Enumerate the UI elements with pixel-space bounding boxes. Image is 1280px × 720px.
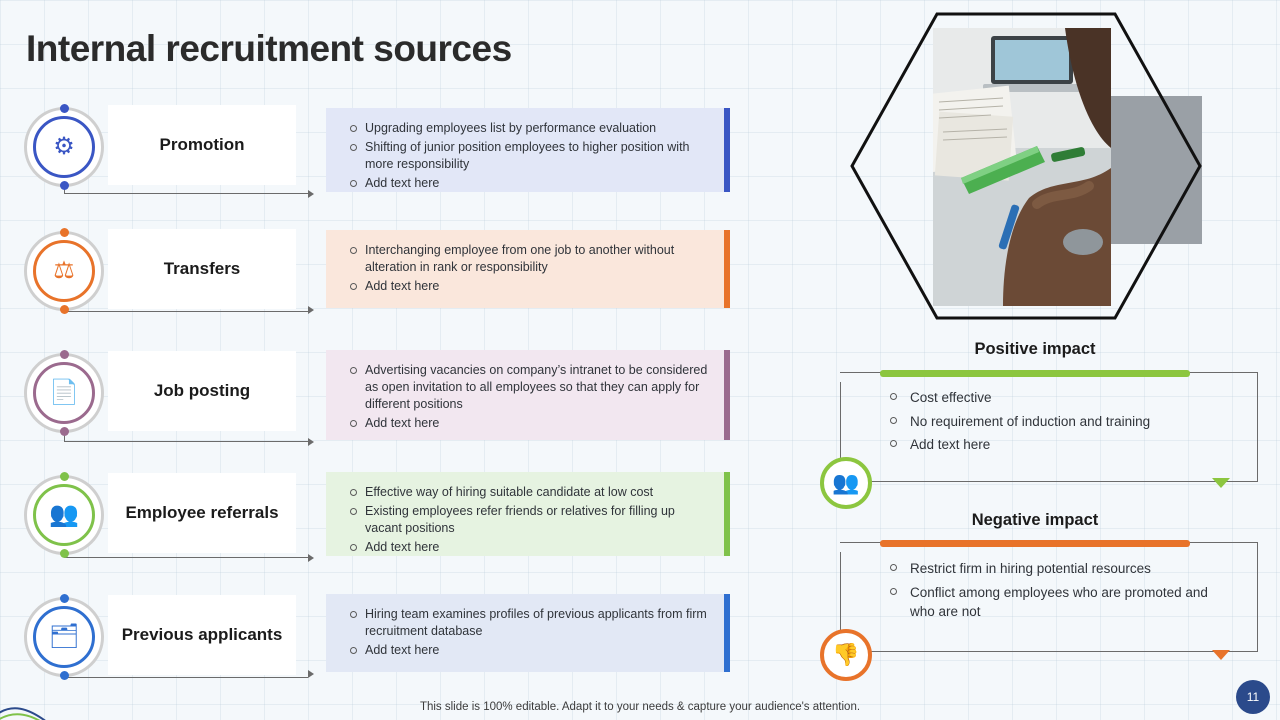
hero-image-hexagon [848,10,1208,330]
photo-artwork [933,28,1111,306]
impact-arrow-marker [1212,478,1230,488]
badge-dot [60,104,69,113]
connector-arrow [308,306,314,314]
impact-accent-bar-2 [880,540,1190,547]
impact-box-left-edge [840,382,841,472]
list-item: Conflict among employees who are promote… [888,583,1218,622]
list-item: Cost effective [888,388,1218,408]
connector-arrow [308,438,314,446]
source-bullet-list: Hiring team examines profiles of previou… [348,606,714,659]
impact-box-left-edge [840,552,841,642]
list-item: Restrict firm in hiring potential resour… [888,559,1218,579]
impact-arrow-marker [1212,650,1230,660]
badge-dot [60,427,69,436]
source-label-1: Promotion [108,105,296,185]
transfers-icon: ⚖ [33,240,95,302]
card-accent-bar [724,108,730,192]
impact-bullet-list: Restrict firm in hiring potential resour… [888,559,1218,622]
list-item: Hiring team examines profiles of previou… [348,606,714,640]
previous-applicants-icon: 🗂 [33,606,95,668]
connector-arrow [308,190,314,198]
source-content-card-2: Interchanging employee from one job to a… [326,230,730,308]
page-number-badge: 11 [1236,680,1270,714]
list-item: Add text here [348,415,714,432]
employee-referrals-icon: 👥 [33,484,95,546]
connector-line [64,677,308,678]
source-content-card-5: Hiring team examines profiles of previou… [326,594,730,672]
promotion-icon: ⚙ [33,116,95,178]
list-item: Shifting of junior position employees to… [348,139,714,173]
badge-dot [60,671,69,680]
promotion-icon-glyph: ⚙ [53,133,75,160]
thumbs-down-icon-glyph: 👎 [832,642,860,667]
badge-dot [60,472,69,481]
hexagon-outline-icon [850,12,1202,320]
source-badge-1: ⚙ [24,107,104,187]
source-badge-3: 📄 [24,353,104,433]
source-label-2: Transfers [108,229,296,309]
list-item: Add text here [348,278,714,295]
badge-dot [60,594,69,603]
connector-arrow [308,670,314,678]
source-content-card-1: Upgrading employees list by performance … [326,108,730,192]
badge-dot [60,549,69,558]
previous-applicants-icon-glyph: 🗂 [48,623,80,650]
group-people-icon: 👥 [820,457,872,509]
impact-list-1: Cost effective No requirement of inductio… [888,388,1218,459]
source-badge-5: 🗂 [24,597,104,677]
office-desk-photo [933,28,1111,306]
source-bullet-list: Advertising vacancies on company’s intra… [348,362,714,432]
employee-referrals-icon-glyph: 👥 [49,501,79,528]
connector-line [64,433,308,442]
source-content-card-3: Advertising vacancies on company’s intra… [326,350,730,440]
source-content-card-4: Effective way of hiring suitable candida… [326,472,730,556]
badge-dot [60,181,69,190]
impact-accent-bar-1 [880,370,1190,377]
card-accent-bar [724,350,730,440]
badge-dot [60,305,69,314]
source-bullet-list: Effective way of hiring suitable candida… [348,484,714,556]
list-item: Add text here [348,539,714,556]
source-badge-2: ⚖ [24,231,104,311]
connector-line [64,555,308,558]
connector-line [64,187,308,194]
job-posting-icon: 📄 [33,362,95,424]
impact-bullet-list: Cost effective No requirement of inductio… [888,388,1218,455]
connector-line [64,311,308,312]
job-posting-icon-glyph: 📄 [49,379,79,406]
impact-list-2: Restrict firm in hiring potential resour… [888,559,1218,626]
card-accent-bar [724,230,730,308]
source-bullet-list: Upgrading employees list by performance … [348,120,714,192]
card-accent-bar [724,472,730,556]
thumbs-down-icon: 👎 [820,629,872,681]
transfers-icon-glyph: ⚖ [53,257,75,284]
source-bullet-list: Interchanging employee from one job to a… [348,242,714,295]
list-item: Upgrading employees list by performance … [348,120,714,137]
connector-arrow [308,554,314,562]
impact-title-1: Positive impact [974,340,1096,358]
source-label-3: Job posting [108,351,296,431]
page-title: Internal recruitment sources [26,28,512,69]
list-item: Add text here [348,175,714,192]
impact-title-2: Negative impact [971,511,1099,529]
list-item: Effective way of hiring suitable candida… [348,484,714,501]
list-item: Existing employees refer friends or rela… [348,503,714,537]
group-people-icon-glyph: 👥 [832,470,860,495]
list-item: Add text here [348,642,714,659]
card-accent-bar [724,594,730,672]
source-label-5: Previous applicants [108,595,296,675]
list-item: No requirement of induction and training [888,412,1218,432]
source-badge-4: 👥 [24,475,104,555]
badge-dot [60,350,69,359]
badge-dot [60,228,69,237]
footer-note: This slide is 100% editable. Adapt it to… [419,701,861,713]
source-label-4: Employee referrals [108,473,296,553]
list-item: Interchanging employee from one job to a… [348,242,714,276]
list-item: Add text here [888,435,1218,455]
list-item: Advertising vacancies on company’s intra… [348,362,714,413]
